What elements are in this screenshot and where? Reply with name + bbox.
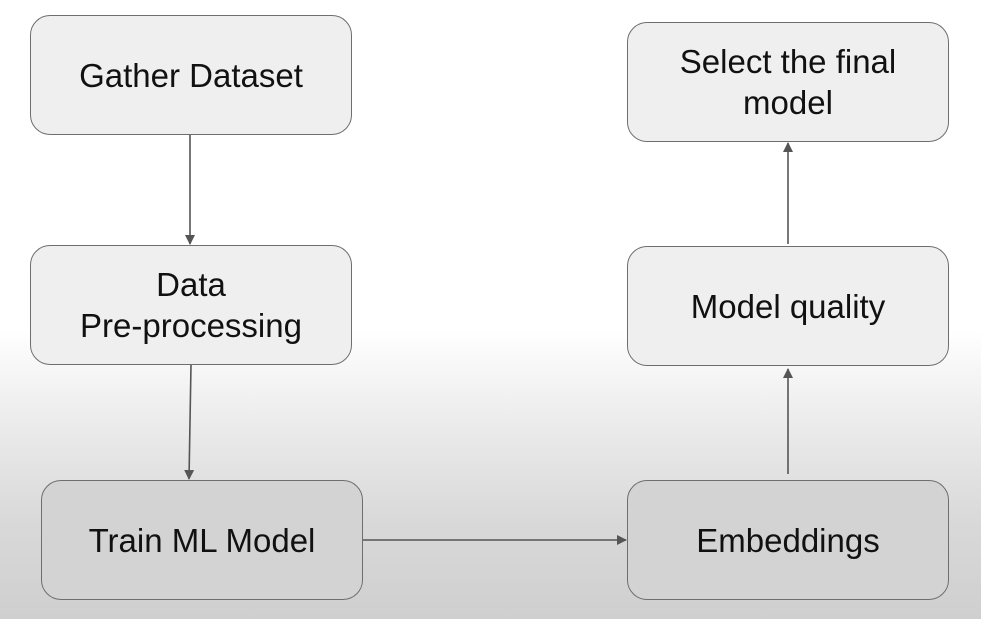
node-label: Gather Dataset: [79, 56, 303, 94]
node-data-preprocessing[interactable]: Data Pre-processing: [30, 245, 352, 365]
node-label: Select the final model: [679, 43, 897, 121]
node-label: Model quality: [690, 287, 886, 325]
node-train-ml-model[interactable]: Train ML Model: [41, 480, 363, 600]
node-label: Embeddings: [696, 521, 880, 559]
node-select-final-model[interactable]: Select the final model: [627, 22, 949, 142]
edge-prep-to-train: [184, 364, 195, 480]
node-embeddings[interactable]: Embeddings: [627, 480, 949, 600]
node-label: Train ML Model: [88, 521, 316, 559]
node-label: Data Pre-processing: [80, 266, 302, 344]
node-gather-dataset[interactable]: Gather Dataset: [30, 15, 352, 135]
node-model-quality[interactable]: Model quality: [627, 246, 949, 366]
